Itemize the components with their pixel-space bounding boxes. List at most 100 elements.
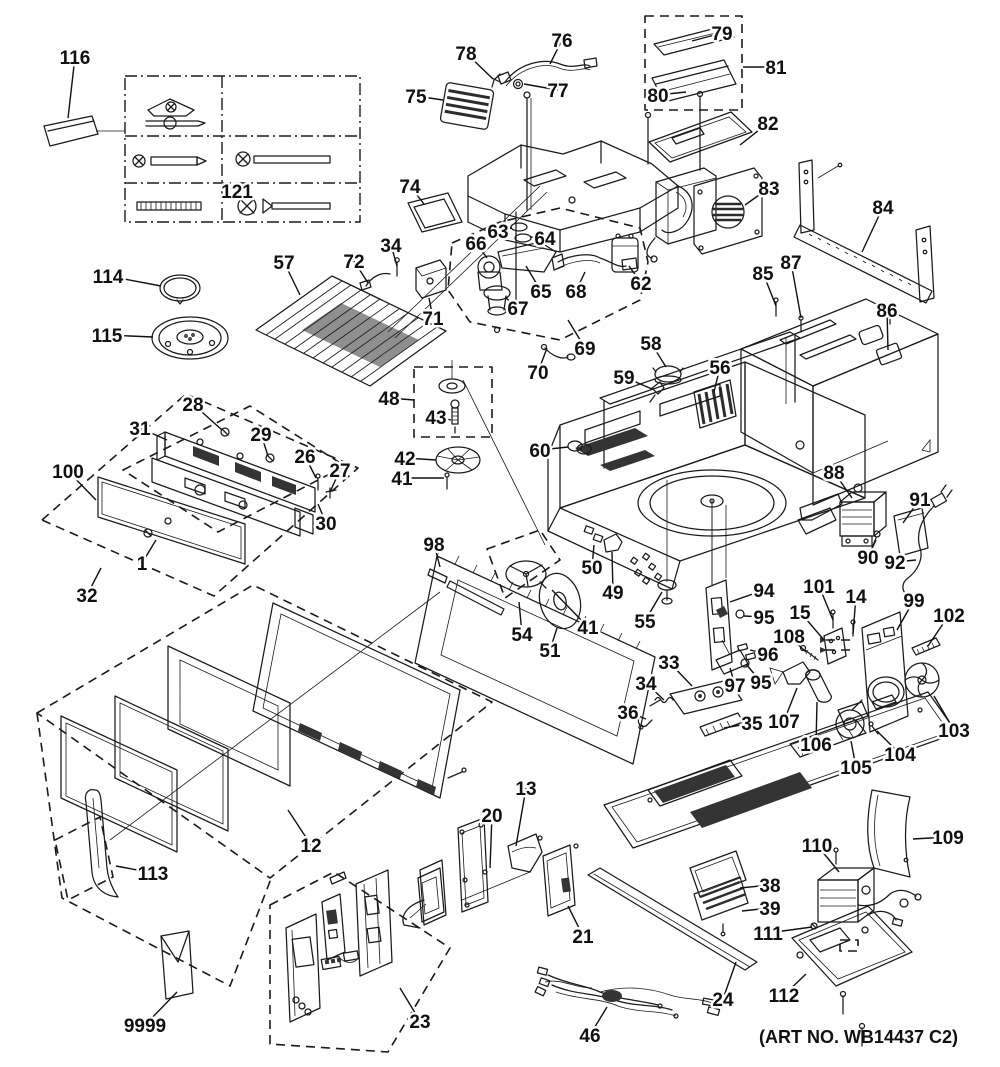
- part-callout-116: 116: [60, 48, 91, 69]
- part-callout-33: 33: [658, 653, 679, 674]
- part-callout-113: 113: [138, 864, 169, 885]
- part-callout-27: 27: [329, 461, 350, 482]
- part-callout-111: 111: [753, 924, 783, 945]
- turntable-motor-kit-48: [413, 360, 546, 546]
- motor-66: [477, 255, 503, 291]
- long-bolt-icon: [235, 151, 331, 167]
- side-panel: [417, 867, 445, 923]
- roller-ring-114: [159, 274, 201, 305]
- fan-motor-group-region: [447, 207, 649, 361]
- screw-cluster: [630, 552, 663, 585]
- leader-line-90: [867, 539, 877, 558]
- bottom-vent-tray: [603, 691, 958, 849]
- part-callout-95: 95: [753, 608, 775, 629]
- leader-line-71: [428, 297, 434, 319]
- door-assembly-group: [36, 547, 656, 987]
- screws-26-30: [220, 427, 337, 499]
- capacitor-62: [611, 233, 647, 281]
- front-plate-100: [97, 476, 246, 565]
- vent-bar-79: [653, 25, 735, 56]
- part-callout-90: 90: [857, 548, 878, 569]
- part-callout-101: 101: [803, 577, 835, 598]
- leader-line-63: [497, 227, 513, 232]
- leader-line-75: [415, 95, 444, 101]
- part-callout-81: 81: [765, 58, 787, 79]
- leader-line-121: [236, 190, 247, 201]
- leader-line-46: [589, 1006, 608, 1036]
- leader-line-101: [818, 585, 834, 621]
- coupling-cup-67: [483, 285, 511, 334]
- part-callout-97: 97: [724, 676, 745, 697]
- charcoal-grille-75: [439, 82, 495, 130]
- part-callout-112: 112: [769, 986, 800, 1007]
- leader-line-65: [525, 265, 542, 292]
- part-callout-77: 77: [547, 81, 568, 102]
- leader-line-98: [433, 543, 441, 568]
- screw-87: [798, 307, 893, 333]
- part-callout-30: 30: [315, 514, 336, 535]
- part-callout-88: 88: [823, 463, 844, 484]
- display-board: [321, 893, 346, 961]
- part-callout-76: 76: [551, 31, 572, 52]
- smart-board-20: [457, 817, 489, 913]
- part-callout-82: 82: [757, 114, 778, 135]
- leader-line-42: [404, 457, 437, 461]
- leader-line-9999: [144, 991, 178, 1026]
- leader-line-80: [657, 91, 687, 96]
- part-callout-71: 71: [422, 309, 444, 330]
- leader-line-82: [739, 122, 769, 146]
- wire-harness-68: [551, 253, 638, 271]
- part-callout-85: 85: [752, 264, 774, 285]
- vent-tray-80: [651, 59, 737, 103]
- part-callout-41: 41: [391, 469, 413, 490]
- leader-line-108: [788, 635, 807, 653]
- leader-line-91: [902, 498, 921, 524]
- leader-line-43: [435, 416, 452, 421]
- spring-icon: [136, 201, 202, 211]
- strip-98: [427, 568, 505, 616]
- leader-line-13: [515, 787, 527, 847]
- bracket-71: [415, 259, 447, 299]
- leader-line-70: [537, 347, 548, 373]
- magnetron-88: [797, 483, 887, 547]
- board-15: [823, 627, 847, 665]
- part-callout-91: 91: [909, 490, 931, 511]
- leader-line-102: [927, 614, 950, 647]
- leader-line-27: [329, 469, 341, 493]
- part-callout-59: 59: [613, 368, 634, 389]
- part-callout-114: 114: [93, 267, 124, 288]
- screw-111: [810, 922, 818, 930]
- control-panel-group: [41, 393, 359, 597]
- part-callout-107: 107: [768, 712, 800, 733]
- part-callout-70: 70: [527, 363, 548, 384]
- part-callout-9999: 9999: [124, 1016, 166, 1037]
- leader-line-113: [115, 865, 154, 874]
- part-callout-68: 68: [565, 282, 586, 303]
- part-callout-104: 104: [884, 745, 916, 766]
- leader-line-50: [591, 544, 595, 568]
- part-callout-66: 66: [465, 234, 486, 255]
- bracket-107: [769, 661, 811, 685]
- leader-line-23: [399, 987, 421, 1022]
- latch-board-33: [637, 679, 744, 737]
- screw-104: [868, 721, 879, 735]
- spring-34: [649, 696, 674, 707]
- leader-line-56: [713, 366, 721, 393]
- part-callout-50: 50: [581, 558, 602, 579]
- door-choke-frame: [167, 645, 291, 787]
- leader-line-97: [729, 667, 736, 686]
- leader-line-20: [489, 814, 493, 869]
- roller-102: [911, 637, 941, 656]
- leader-line-106: [815, 701, 818, 745]
- plate-91: [893, 507, 929, 557]
- power-cord-92: [902, 484, 953, 606]
- nut-77: [512, 78, 524, 90]
- leader-line-83: [744, 187, 770, 206]
- stirrer-fan-54: [486, 529, 561, 599]
- part-callout-87: 87: [780, 253, 801, 274]
- leader-line-14: [852, 595, 857, 635]
- grease-tray-74: [407, 192, 463, 233]
- gasket-39: [693, 876, 749, 937]
- part-callout-58: 58: [640, 334, 661, 355]
